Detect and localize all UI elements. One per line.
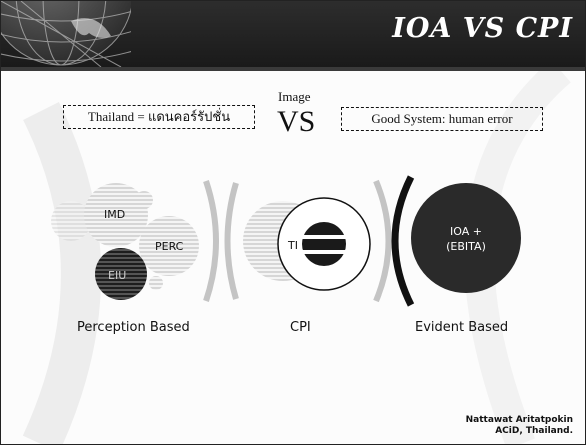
ioa-label: IOA +	[450, 225, 482, 238]
cpi-stripe	[301, 250, 347, 254]
imd-circle	[84, 183, 148, 247]
title-banner: IOA VS CPI	[1, 1, 585, 67]
perception-group: IMD PERC EIU	[51, 183, 199, 300]
cpi-stripe	[301, 235, 347, 239]
bold-arc	[391, 175, 415, 307]
ti-label: TI	[287, 239, 298, 252]
slide-title: IOA VS CPI	[392, 13, 573, 44]
image-label: Image	[278, 89, 311, 104]
ioa-circle	[411, 183, 521, 293]
cpi-dark-circle	[302, 222, 346, 266]
evident-group: IOA + (EBITA)	[391, 175, 521, 307]
bg-circle	[51, 201, 91, 241]
thailand-box: Thailand = แดนคอร์รัปชั่น	[63, 105, 255, 129]
evident-based-label: Evident Based	[415, 320, 509, 335]
globe-decoration-icon	[1, 1, 131, 67]
author-name: Nattawat Aritatpokin	[465, 415, 573, 425]
eiu-label: EIU	[108, 269, 126, 282]
cpi-label: CPI	[290, 320, 311, 335]
perception-based-label: Perception Based	[77, 320, 190, 335]
perc-label: PERC	[155, 240, 184, 253]
cpi-group: TI	[243, 197, 371, 291]
arc-left-inner	[224, 182, 239, 300]
small-circle	[135, 191, 153, 209]
author-affiliation: ACiD, Thailand.	[495, 426, 573, 436]
eiu-circle	[95, 248, 147, 300]
vs-text: VS	[277, 105, 316, 138]
good-system-box: Good System: human error	[341, 107, 543, 131]
arc-right	[373, 179, 392, 303]
small-circle	[149, 276, 163, 290]
arc-left-outer	[203, 180, 219, 302]
author-credit: Nattawat Aritatpokin ACiD, Thailand.	[466, 415, 573, 437]
perc-circle	[139, 216, 199, 276]
ebita-label: (EBITA)	[446, 240, 486, 253]
comparison-diagram: IMD PERC EIU TI IOA + (EBITA)	[51, 175, 521, 307]
title-underline	[1, 67, 585, 71]
imd-label: IMD	[104, 208, 125, 221]
